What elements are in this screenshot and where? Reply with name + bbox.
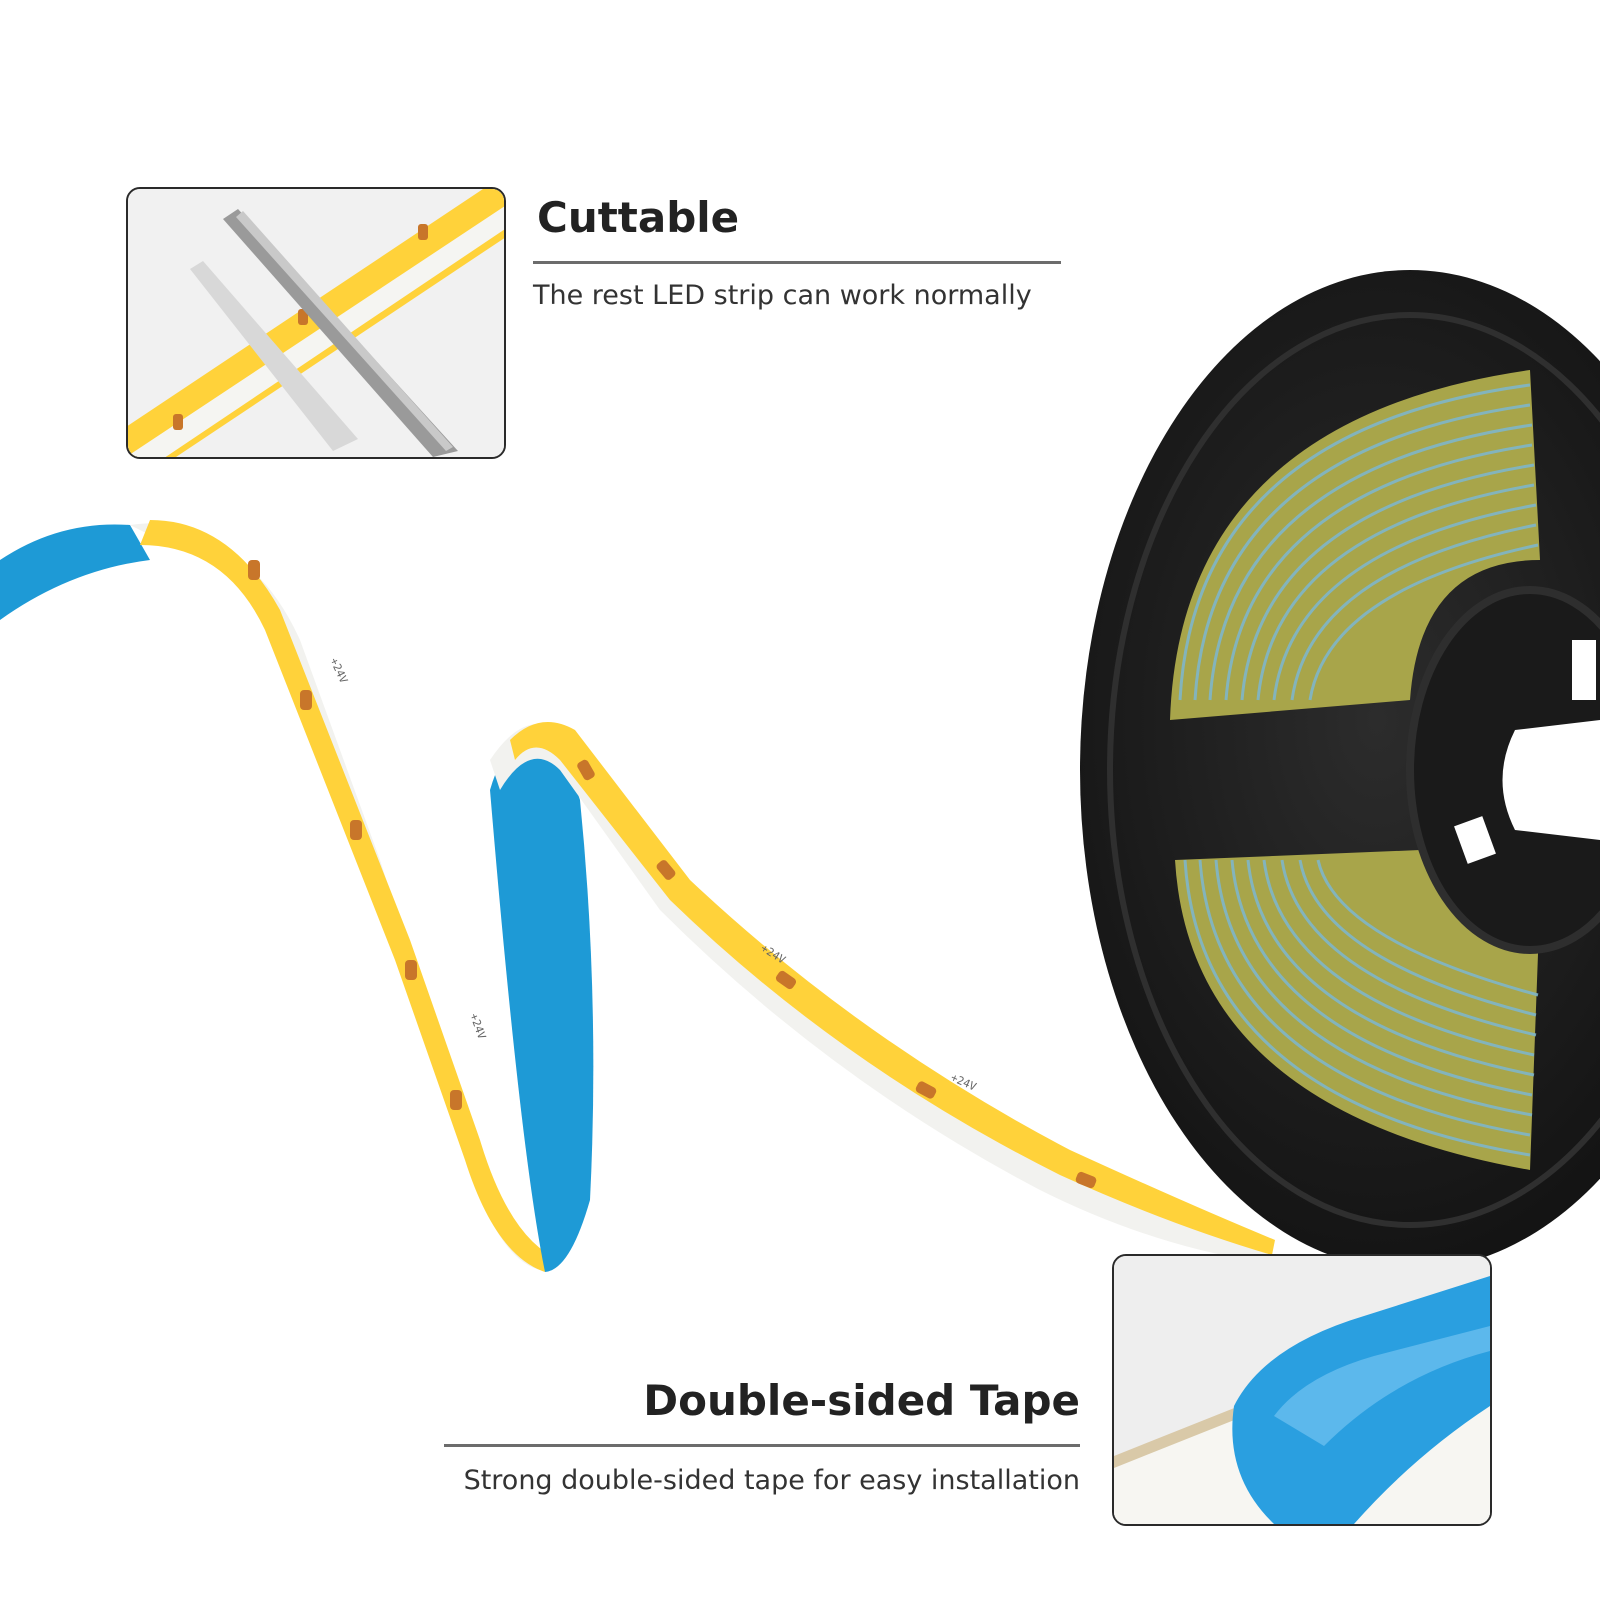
cuttable-divider: [533, 261, 1061, 264]
cuttable-feature: Cuttable The rest LED strip can work nor…: [533, 197, 1061, 309]
reel-hub-hole: [1503, 720, 1600, 840]
tape-inset-photo: [1112, 1254, 1492, 1526]
tape-divider: [444, 1444, 1080, 1447]
cuttable-inset-photo: [126, 187, 506, 459]
strip-voltage-label: +24V: [467, 1012, 488, 1042]
tape-feature: Double-sided Tape Strong double-sided ta…: [444, 1380, 1080, 1494]
tape-title: Double-sided Tape: [444, 1380, 1080, 1422]
led-strip-ribbon: [0, 520, 1275, 1272]
tape-description: Strong double-sided tape for easy instal…: [444, 1467, 1080, 1494]
cuttable-title: Cuttable: [537, 197, 1061, 239]
strip-voltage-label: +24V: [327, 656, 350, 686]
led-reel: [1080, 270, 1600, 1270]
cuttable-description: The rest LED strip can work normally: [533, 282, 1061, 309]
